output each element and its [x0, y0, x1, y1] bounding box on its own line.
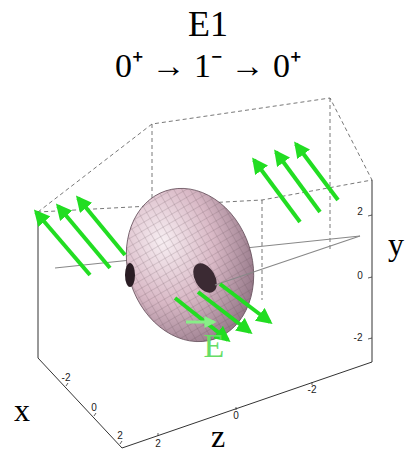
axis-line-front [215, 236, 360, 285]
axis-label: y [388, 228, 404, 260]
field-arrows [36, 144, 338, 340]
field-legend-arrow [186, 321, 214, 324]
torus [107, 172, 273, 359]
tick-number: 2 [357, 207, 363, 217]
tick-number: -2 [354, 333, 363, 343]
tick-number: 0 [357, 271, 363, 281]
axis-label: x [14, 394, 30, 426]
subtitle: 0⁺ → 1⁻ → 0⁺ [115, 49, 301, 83]
field-label: E [204, 329, 225, 363]
axis-label: z [211, 420, 225, 452]
title: E1 [188, 6, 228, 42]
tick-number: 2 [155, 439, 161, 449]
tick-number: -2 [62, 373, 71, 383]
tick-number: 2 [117, 431, 123, 441]
tick-number: -2 [308, 385, 317, 395]
tick-number: 0 [91, 403, 97, 413]
tick-number: 0 [233, 411, 239, 421]
